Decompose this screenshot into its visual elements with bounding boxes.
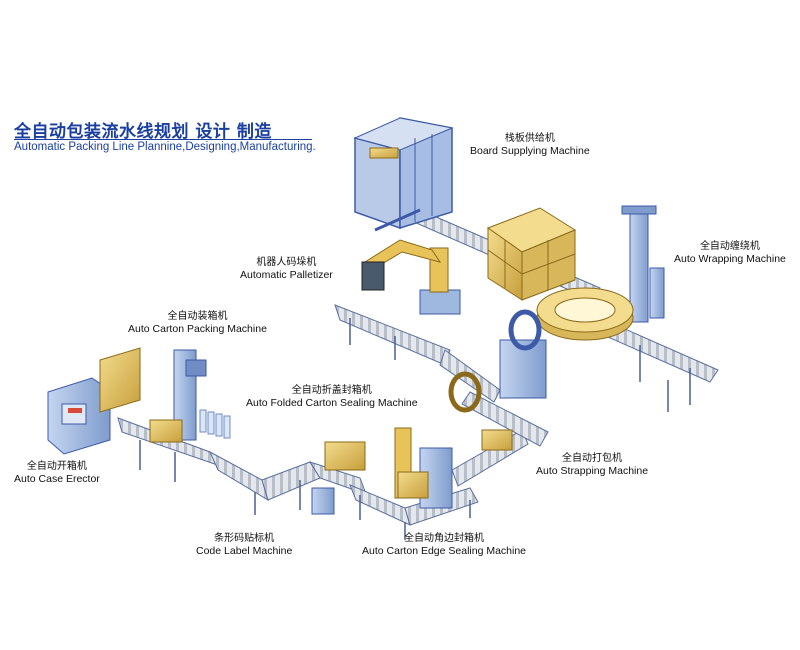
label-auto-carton-edge-sealing-en: Auto Carton Edge Sealing Machine (362, 545, 527, 557)
conveyor-legs (139, 318, 691, 540)
robot-palletizer-graphic (361, 208, 461, 315)
label-auto-wrapping-zh: 全自动缠绕机 (699, 241, 760, 252)
label-auto-wrapping-machine: 全自动缠绕机 Auto Wrapping Machine (674, 240, 786, 266)
title-underline (14, 139, 312, 140)
auto-strapping-machine-graphic (448, 309, 547, 451)
auto-case-erector-graphic (47, 347, 141, 455)
carton-sealing-machines-graphic (311, 427, 453, 515)
auto-wrapping-machine-graphic (536, 205, 665, 341)
label-auto-folded-carton-sealing-en: Auto Folded Carton Sealing Machine (246, 397, 418, 409)
label-auto-carton-packing-zh: 全自动装箱机 (167, 311, 228, 322)
label-auto-carton-packing-machine: 全自动装箱机 Auto Carton Packing Machine (128, 310, 267, 336)
label-code-label-en: Code Label Machine (196, 545, 293, 557)
label-auto-wrapping-en: Auto Wrapping Machine (674, 253, 786, 265)
label-board-supplying-zh: 栈板供给机 (504, 133, 555, 144)
label-auto-strapping-en: Auto Strapping Machine (536, 465, 649, 477)
pallet-stack-graphic (486, 207, 577, 301)
label-auto-carton-packing-en: Auto Carton Packing Machine (128, 323, 267, 335)
label-board-supplying-machine: 栈板供给机 Board Supplying Machine (470, 132, 590, 158)
label-auto-carton-edge-sealing-zh: 全自动角边封箱机 (404, 533, 485, 544)
label-auto-strapping-machine: 全自动打包机 Auto Strapping Machine (536, 452, 648, 478)
label-board-supplying-en: Board Supplying Machine (470, 145, 590, 157)
label-code-label-machine: 条形码贴标机 Code Label Machine (196, 532, 292, 558)
label-automatic-palletizer: 机器人码垛机 Automatic Palletizer (240, 256, 333, 282)
label-auto-carton-edge-sealing-machine: 全自动角边封箱机 Auto Carton Edge Sealing Machin… (362, 532, 526, 558)
auto-carton-packing-machine-graphic (149, 349, 231, 443)
label-automatic-palletizer-zh: 机器人码垛机 (256, 257, 317, 268)
label-auto-case-erector-en: Auto Case Erector (14, 473, 100, 485)
diagram-title-english: Automatic Packing Line Plannine,Designin… (14, 141, 316, 153)
label-code-label-zh: 条形码贴标机 (214, 533, 275, 544)
label-automatic-palletizer-en: Automatic Palletizer (240, 269, 333, 281)
label-auto-folded-carton-sealing-machine: 全自动折盖封箱机 Auto Folded Carton Sealing Mach… (246, 384, 418, 410)
diagram-title-chinese: 全自动包装流水线规划 设计 制造 (14, 122, 272, 142)
label-auto-strapping-zh: 全自动打包机 (562, 453, 623, 464)
label-auto-case-erector-zh: 全自动开箱机 (26, 461, 87, 472)
label-auto-folded-carton-sealing-zh: 全自动折盖封箱机 (291, 385, 372, 396)
label-auto-case-erector: 全自动开箱机 Auto Case Erector (14, 460, 100, 486)
board-supplying-machine-graphic (353, 117, 454, 230)
